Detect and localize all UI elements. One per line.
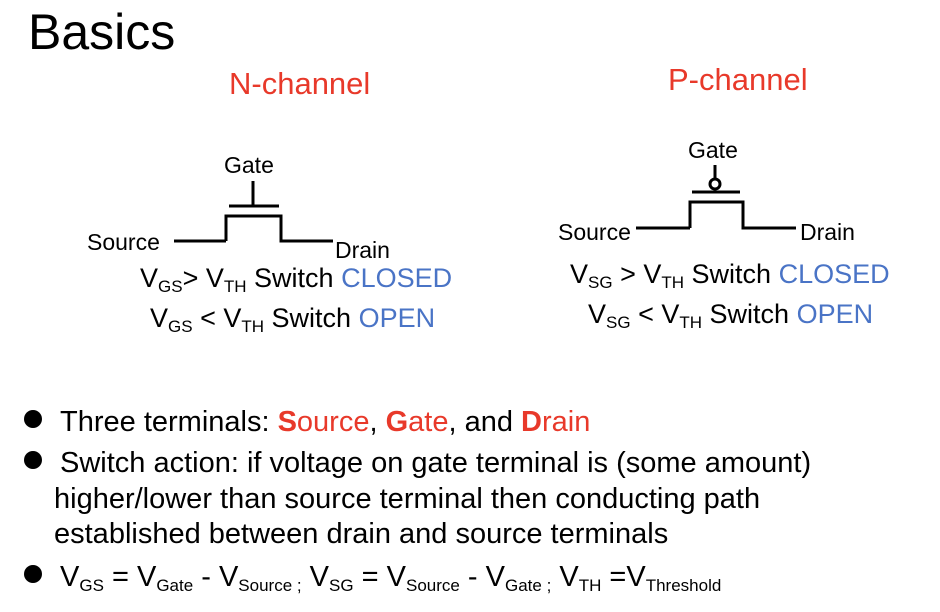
n-open-condition: VGS < VTH Switch OPEN [150,303,436,336]
bullet-dot [24,565,42,583]
n-gate-label: Gate [224,152,274,178]
bullet-switch-action-line3: established between drain and source ter… [54,518,669,550]
bullet-dot [24,410,42,428]
bullet-switch-action-line2: higher/lower than source terminal then c… [54,483,761,515]
p-source-label: Source [558,219,631,245]
n-drain-label: Drain [335,237,390,263]
p-channel-heading: P-channel [668,62,808,97]
p-gate-label: Gate [688,137,738,163]
n-closed-state: CLOSED [341,263,453,293]
n-channel-heading: N-channel [229,66,371,101]
bullet-dot [24,451,42,469]
n-open-state: OPEN [358,303,436,333]
n-closed-condition: VGS> VTH Switch CLOSED [140,263,453,296]
bullet-terminals: Three terminals: Source, Gate, and Drain [24,405,590,439]
p-closed-condition: VSG > VTH Switch CLOSED [570,259,890,292]
bullet-switch-action: Switch action: if voltage on gate termin… [24,446,811,480]
p-closed-state: CLOSED [778,259,890,289]
bullet-voltage-definitions: VGS = VGate - VSource ; VSG = VSource - … [24,560,721,594]
p-open-condition: VSG < VTH Switch OPEN [588,299,874,332]
page-title: Basics [28,4,176,60]
p-open-state: OPEN [796,299,874,329]
p-drain-label: Drain [800,219,855,245]
n-source-label: Source [87,229,160,255]
